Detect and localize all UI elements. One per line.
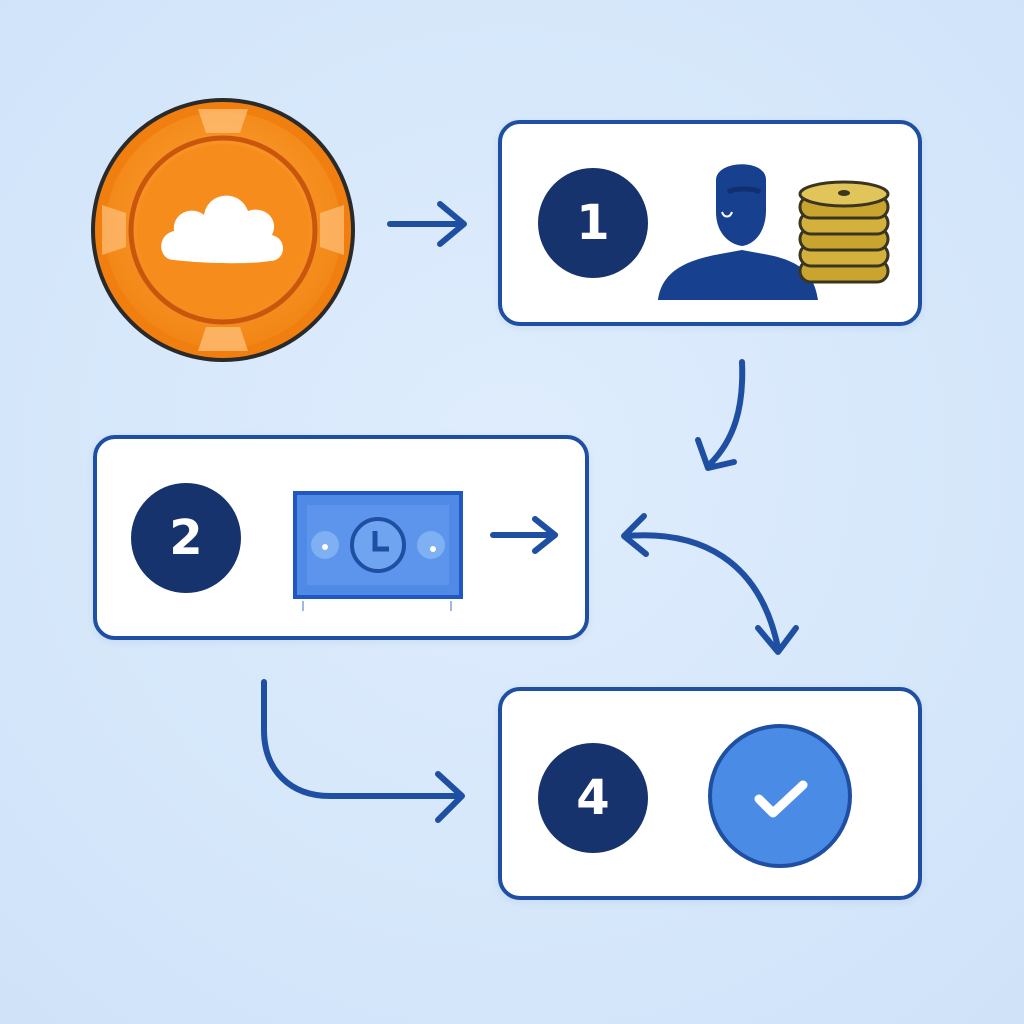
banknote-icon xyxy=(293,491,463,611)
check-circle-icon xyxy=(708,724,852,868)
step-1-card: 1 xyxy=(498,120,922,326)
step-4-badge: 4 xyxy=(538,743,648,853)
user-with-coins-icon xyxy=(658,164,890,300)
step-4-card: 4 xyxy=(498,687,922,900)
step-2-card: 2 xyxy=(93,435,589,640)
cloud-token-icon xyxy=(91,98,355,362)
step-2-badge: 2 xyxy=(131,483,241,593)
step-1-badge: 1 xyxy=(538,168,648,278)
arrow-right-inline xyxy=(490,516,558,554)
